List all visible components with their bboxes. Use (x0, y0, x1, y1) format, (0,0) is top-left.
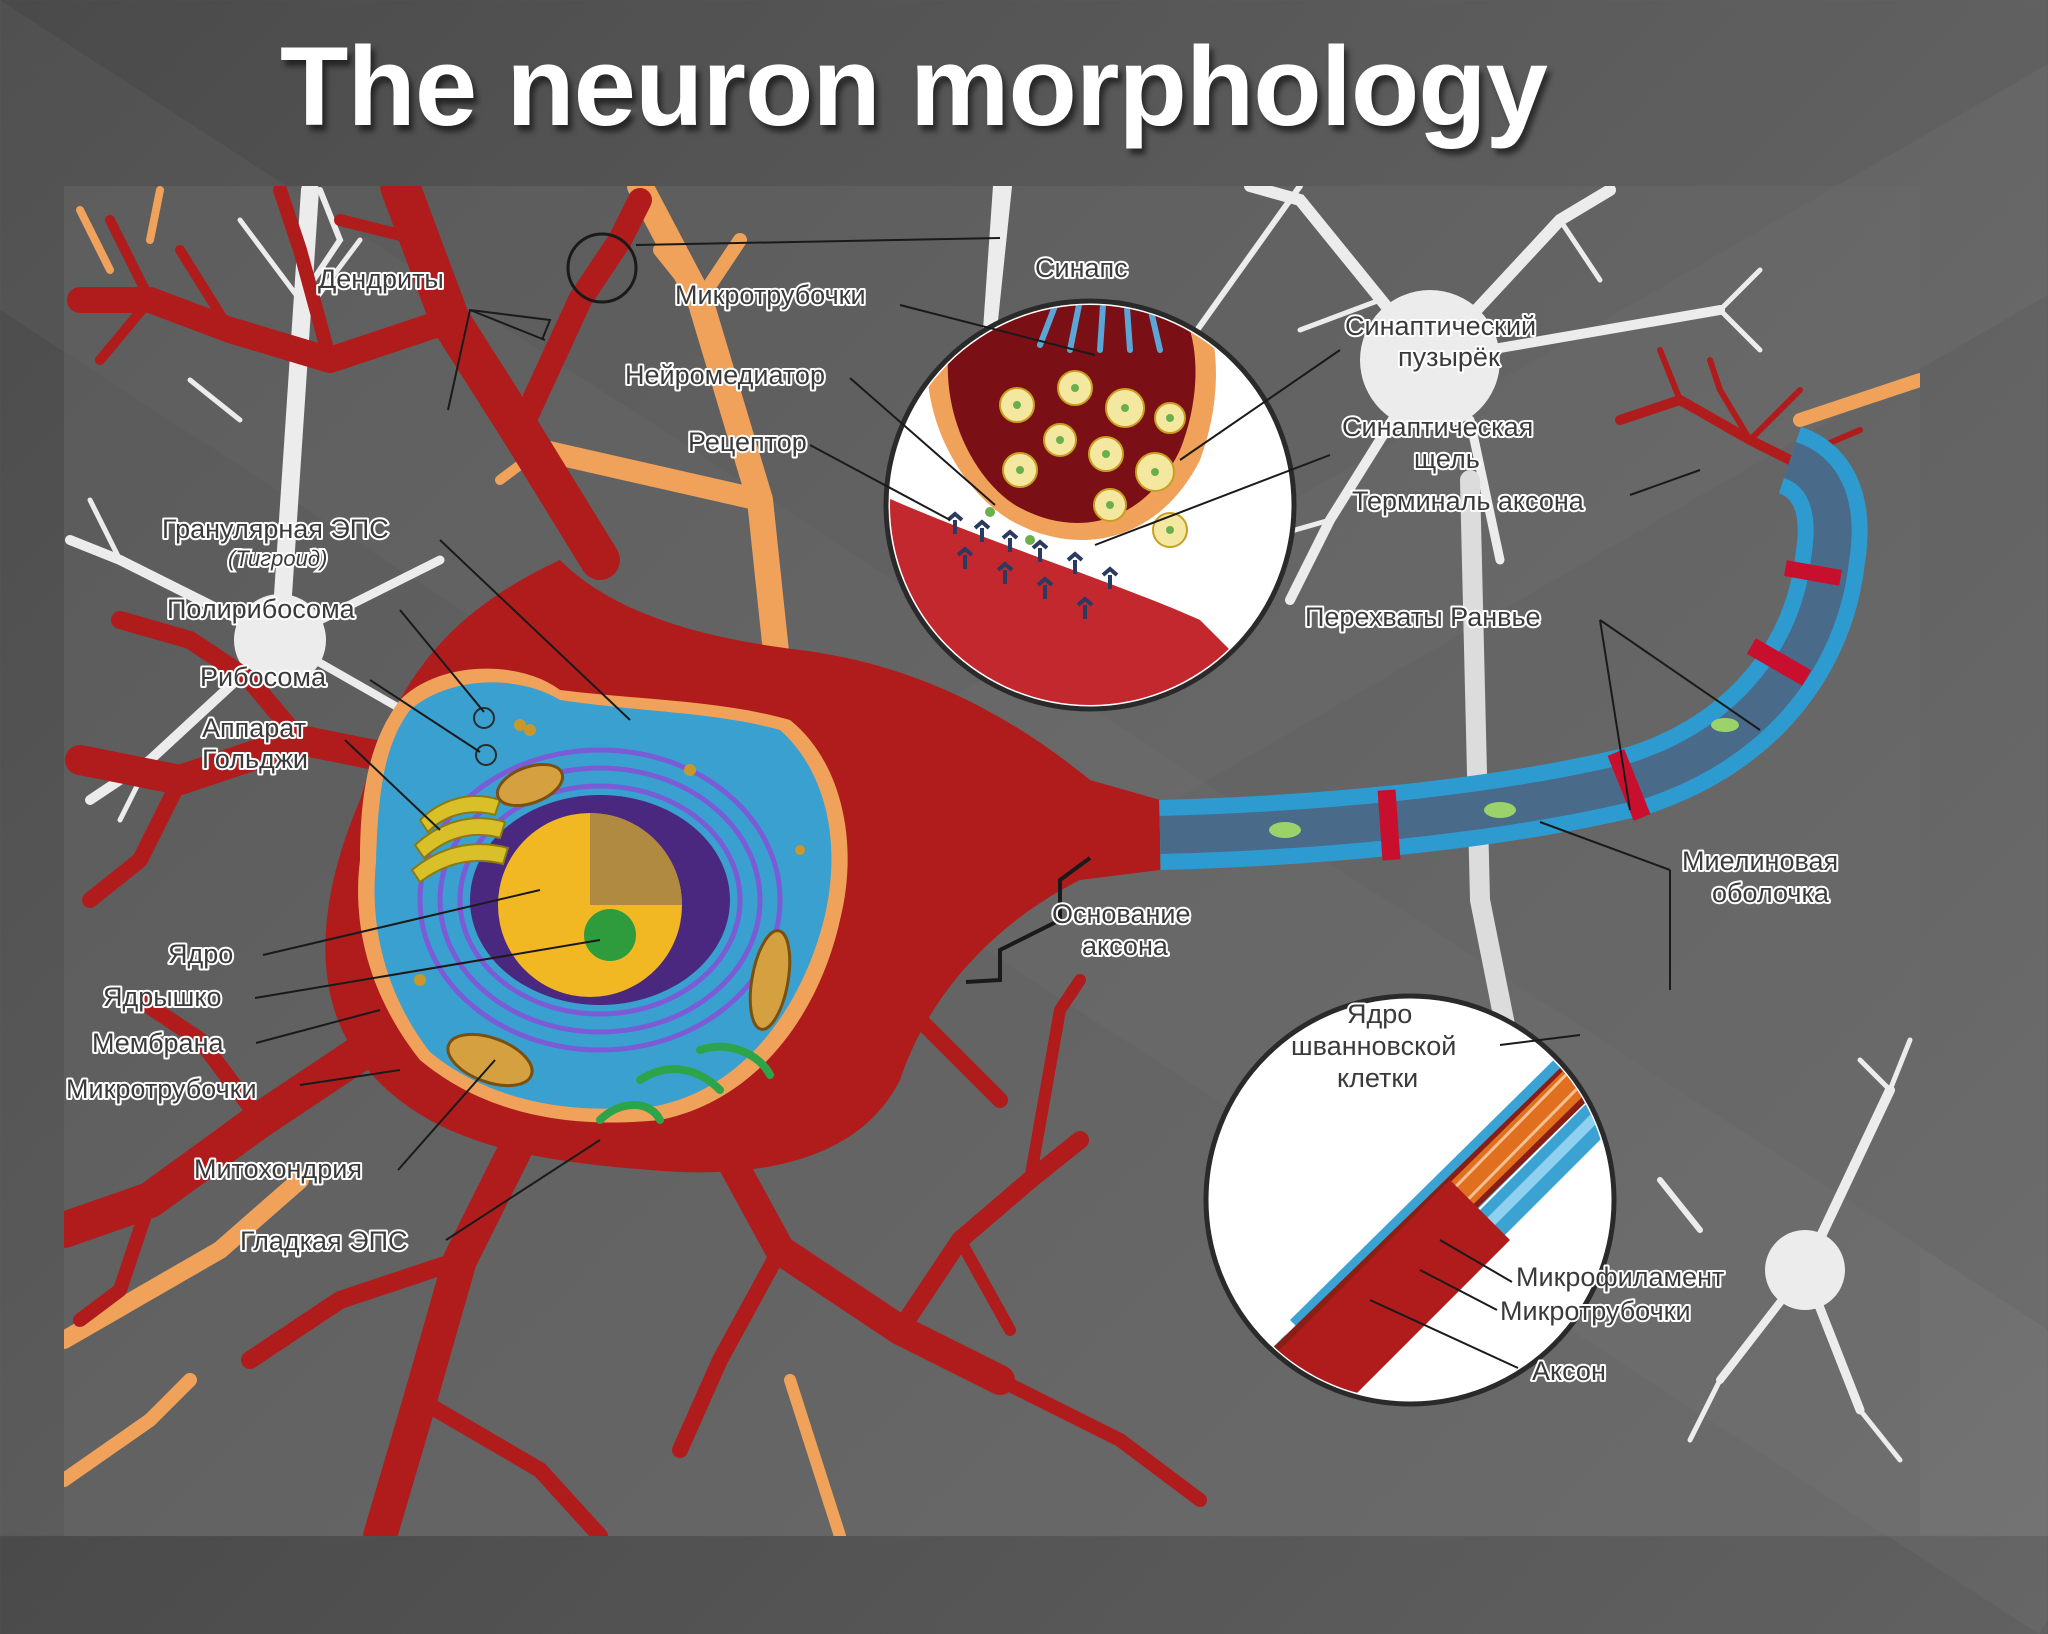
axon-terminal-branches (1615, 347, 1863, 503)
label-neurotransmitter: Нейромедиатор (625, 360, 825, 390)
label-golgi-2: Гольджи (202, 744, 308, 774)
ranvier-node (1377, 789, 1401, 861)
label-dendrites: Дендриты (318, 264, 444, 294)
dendrites (64, 186, 1207, 1536)
golgi-apparatus (410, 795, 510, 884)
neuron-diagram: Дендриты Микротрубочки Синапс Нейромедиа… (64, 186, 1920, 1536)
mitochondria (446, 762, 792, 1088)
label-nucleus: Ядро (168, 939, 233, 969)
cell-interior (358, 668, 848, 1124)
axon-hillock-bracket (965, 856, 1092, 984)
label-axon: Аксон (1532, 1356, 1606, 1386)
ranvier-node (1784, 560, 1842, 586)
label-receptor: Рецептор (688, 427, 807, 457)
astrocyte-bottom-right (1657, 1037, 1913, 1463)
label-golgi-1: Аппарат (202, 713, 306, 743)
synapse-highlight-circle (566, 232, 638, 304)
ranvier-node (1746, 638, 1812, 686)
myelinated-axon (1159, 426, 1868, 870)
label-membrane: Мембрана (92, 1028, 224, 1058)
label-schwann-2: шванновской (1291, 1031, 1456, 1061)
label-axon-terminal: Терминаль аксона (1352, 486, 1585, 516)
label-ranvier: Перехваты Ранвье (1305, 602, 1541, 632)
label-synapse: Синапс (1035, 253, 1128, 283)
label-nucleolus: Ядрышко (103, 982, 221, 1012)
label-synaptic-cleft-2: щель (1414, 444, 1480, 474)
label-rough-er: Гранулярная ЭПС (162, 514, 389, 544)
leader-lines (254, 304, 1761, 1369)
synapse-inset (883, 298, 1297, 712)
receptors (946, 511, 1119, 619)
ranvier-node (1607, 749, 1651, 821)
label-smooth-er: Гладкая ЭПС (240, 1226, 407, 1256)
label-ribosome: Рибосома (200, 662, 327, 692)
label-mitochondria: Митохондрия (194, 1154, 362, 1184)
label-myelin-1: Миелиновая (1682, 846, 1838, 876)
ribosome (475, 744, 497, 766)
label-myelin-2: оболочка (1712, 878, 1830, 908)
label-synaptic-cleft-1: Синаптическая (1342, 412, 1533, 442)
label-schwann-3: клетки (1337, 1063, 1418, 1093)
smooth-er (596, 1042, 774, 1124)
label-nissl: (Тигроид) (228, 546, 327, 571)
label-synaptic-vesicle-1: Синаптический (1345, 311, 1536, 341)
label-microfilament: Микрофиламент (1516, 1262, 1724, 1292)
label-microtubules-bottom: Микротрубочки (1500, 1296, 1691, 1326)
label-polyribosome: Полирибосома (167, 594, 356, 624)
polyribosome (473, 707, 495, 729)
label-microtubules-top: Микротрубочки (675, 280, 866, 310)
labels: Дендриты Микротрубочки Синапс Нейромедиа… (64, 251, 1840, 1388)
label-synaptic-vesicle-2: пузырёк (1398, 342, 1500, 372)
label-axon-hillock-1: Основание (1052, 899, 1191, 929)
nucleolus (584, 909, 636, 961)
label-microtubules-left: Микротрубочки (66, 1074, 257, 1104)
slide-title: The neuron morphology (280, 24, 1548, 149)
label-axon-hillock-2: аксона (1082, 931, 1169, 961)
label-schwann-1: Ядро (1347, 999, 1412, 1029)
rough-er (417, 747, 783, 1053)
